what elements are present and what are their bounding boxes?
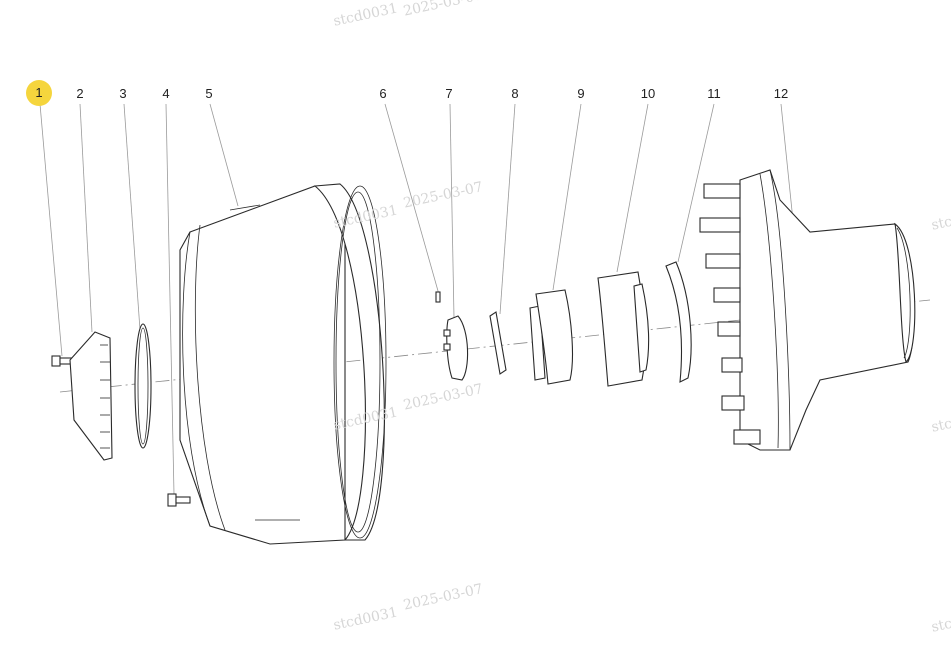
callout-12[interactable]: 12 [773, 86, 789, 101]
part-12-hub [699, 169, 916, 451]
part-11-seal [665, 261, 692, 383]
callout-10[interactable]: 10 [640, 86, 656, 101]
callout-1[interactable]: 1 [26, 80, 52, 106]
part-1-screw [51, 355, 73, 367]
part-9-bearing [529, 289, 573, 385]
callout-11[interactable]: 11 [707, 86, 721, 101]
part-3-o-ring [134, 323, 152, 449]
part-2-cover [69, 331, 113, 461]
part-7-nut [443, 315, 469, 381]
callout-8[interactable]: 8 [511, 86, 519, 101]
part-10-bearing [597, 271, 650, 387]
callout-9[interactable]: 9 [577, 86, 585, 101]
callout-2[interactable]: 2 [76, 86, 84, 101]
callout-7[interactable]: 7 [445, 86, 453, 101]
callout-6[interactable]: 6 [379, 86, 387, 101]
part-4-bolt [167, 493, 191, 507]
part-8-washer [489, 311, 507, 375]
part-5-drum [179, 183, 387, 545]
callout-5[interactable]: 5 [205, 86, 213, 101]
callout-4[interactable]: 4 [162, 86, 170, 101]
part-6-pin [435, 291, 441, 303]
callout-3[interactable]: 3 [119, 86, 127, 101]
